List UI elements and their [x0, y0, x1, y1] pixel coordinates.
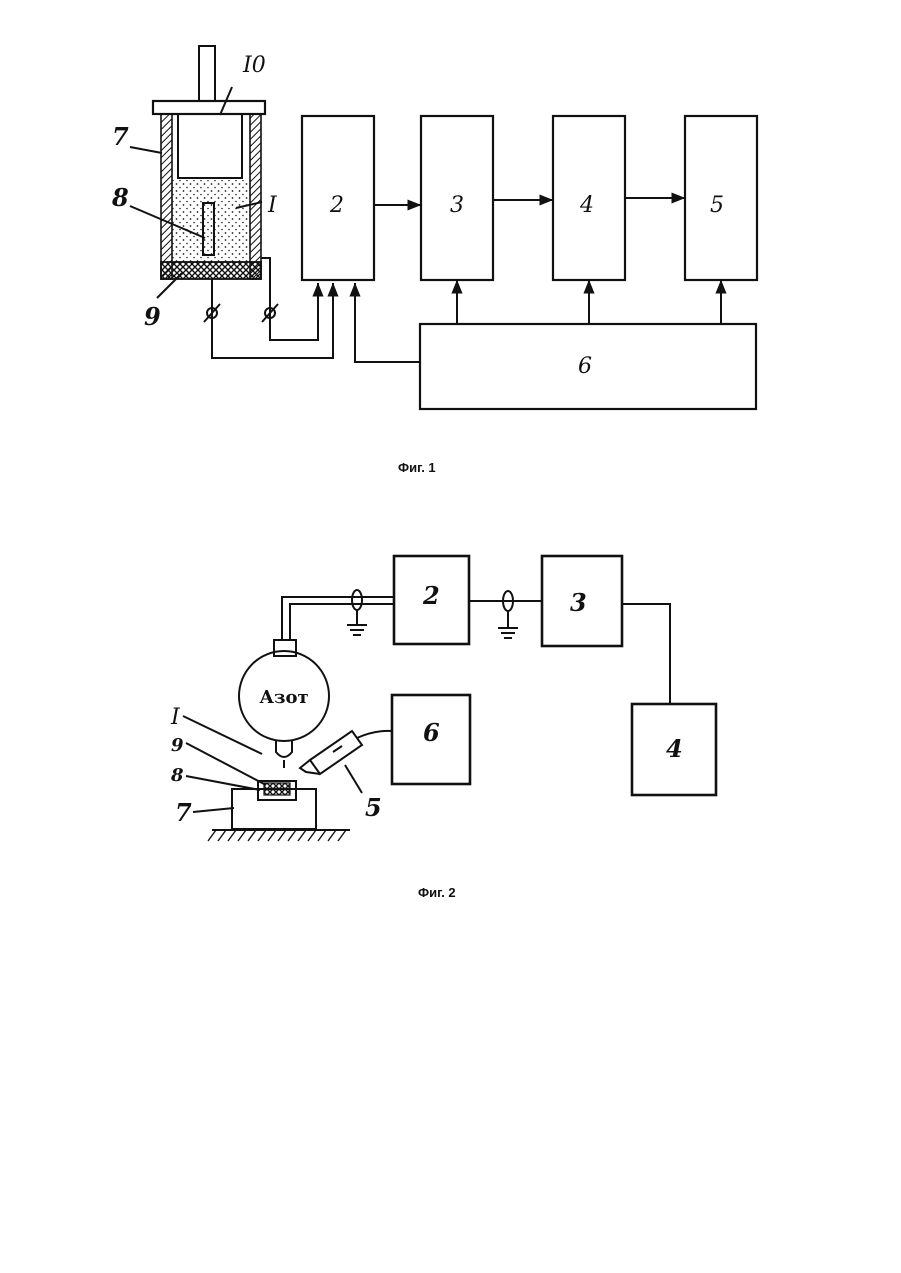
label-8: 8 [111, 183, 129, 212]
block-2-label: 2 [422, 581, 440, 610]
nozzle [276, 741, 292, 757]
block-3-label: 3 [450, 193, 464, 218]
piston-rod [199, 46, 215, 102]
wire-3-4 [622, 604, 670, 704]
label-1: I [170, 705, 181, 730]
label-7: 7 [112, 122, 129, 151]
label-10: I0 [242, 53, 266, 78]
label-7: 7 [175, 798, 192, 827]
vessel-wall-right [250, 114, 261, 279]
piston [178, 114, 242, 178]
vessel-wall-left [161, 114, 172, 279]
leader-8 [186, 776, 260, 790]
flask-label: Азот [259, 687, 308, 708]
figure-2: Азот I 9 8 7 5 [170, 556, 716, 900]
block-4-label: 4 [666, 734, 683, 763]
sample-9 [264, 783, 290, 795]
leader-5 [345, 765, 362, 793]
ground-hatch [208, 830, 346, 841]
vessel-bottom [161, 262, 261, 279]
powder-fill [172, 180, 250, 262]
figure-1-caption: Фиг. 1 [398, 460, 436, 475]
leader-7 [193, 808, 234, 812]
block-6-label: 6 [423, 718, 440, 747]
ground-icon [498, 591, 518, 638]
flask-neck [274, 640, 296, 656]
label-8: 8 [170, 765, 184, 786]
vessel-lid [153, 101, 265, 114]
wire-3 [355, 283, 420, 362]
label-9: 9 [171, 735, 184, 756]
block-4-label: 4 [579, 193, 594, 218]
label-5: 5 [365, 793, 382, 822]
figure-1: I0 7 8 I 9 2 3 4 5 6 [111, 46, 757, 475]
block-3-label: 3 [570, 588, 587, 617]
gas-line [290, 604, 394, 640]
block-6-label: 6 [578, 354, 592, 379]
block-2-label: 2 [329, 193, 344, 218]
wire-1 [212, 279, 333, 358]
leader-7 [130, 147, 162, 153]
label-1: I [267, 193, 278, 218]
figure-2-caption: Фиг. 2 [418, 885, 456, 900]
label-9: 9 [144, 302, 161, 331]
block-5-label: 5 [710, 193, 724, 218]
vessel [153, 46, 265, 279]
